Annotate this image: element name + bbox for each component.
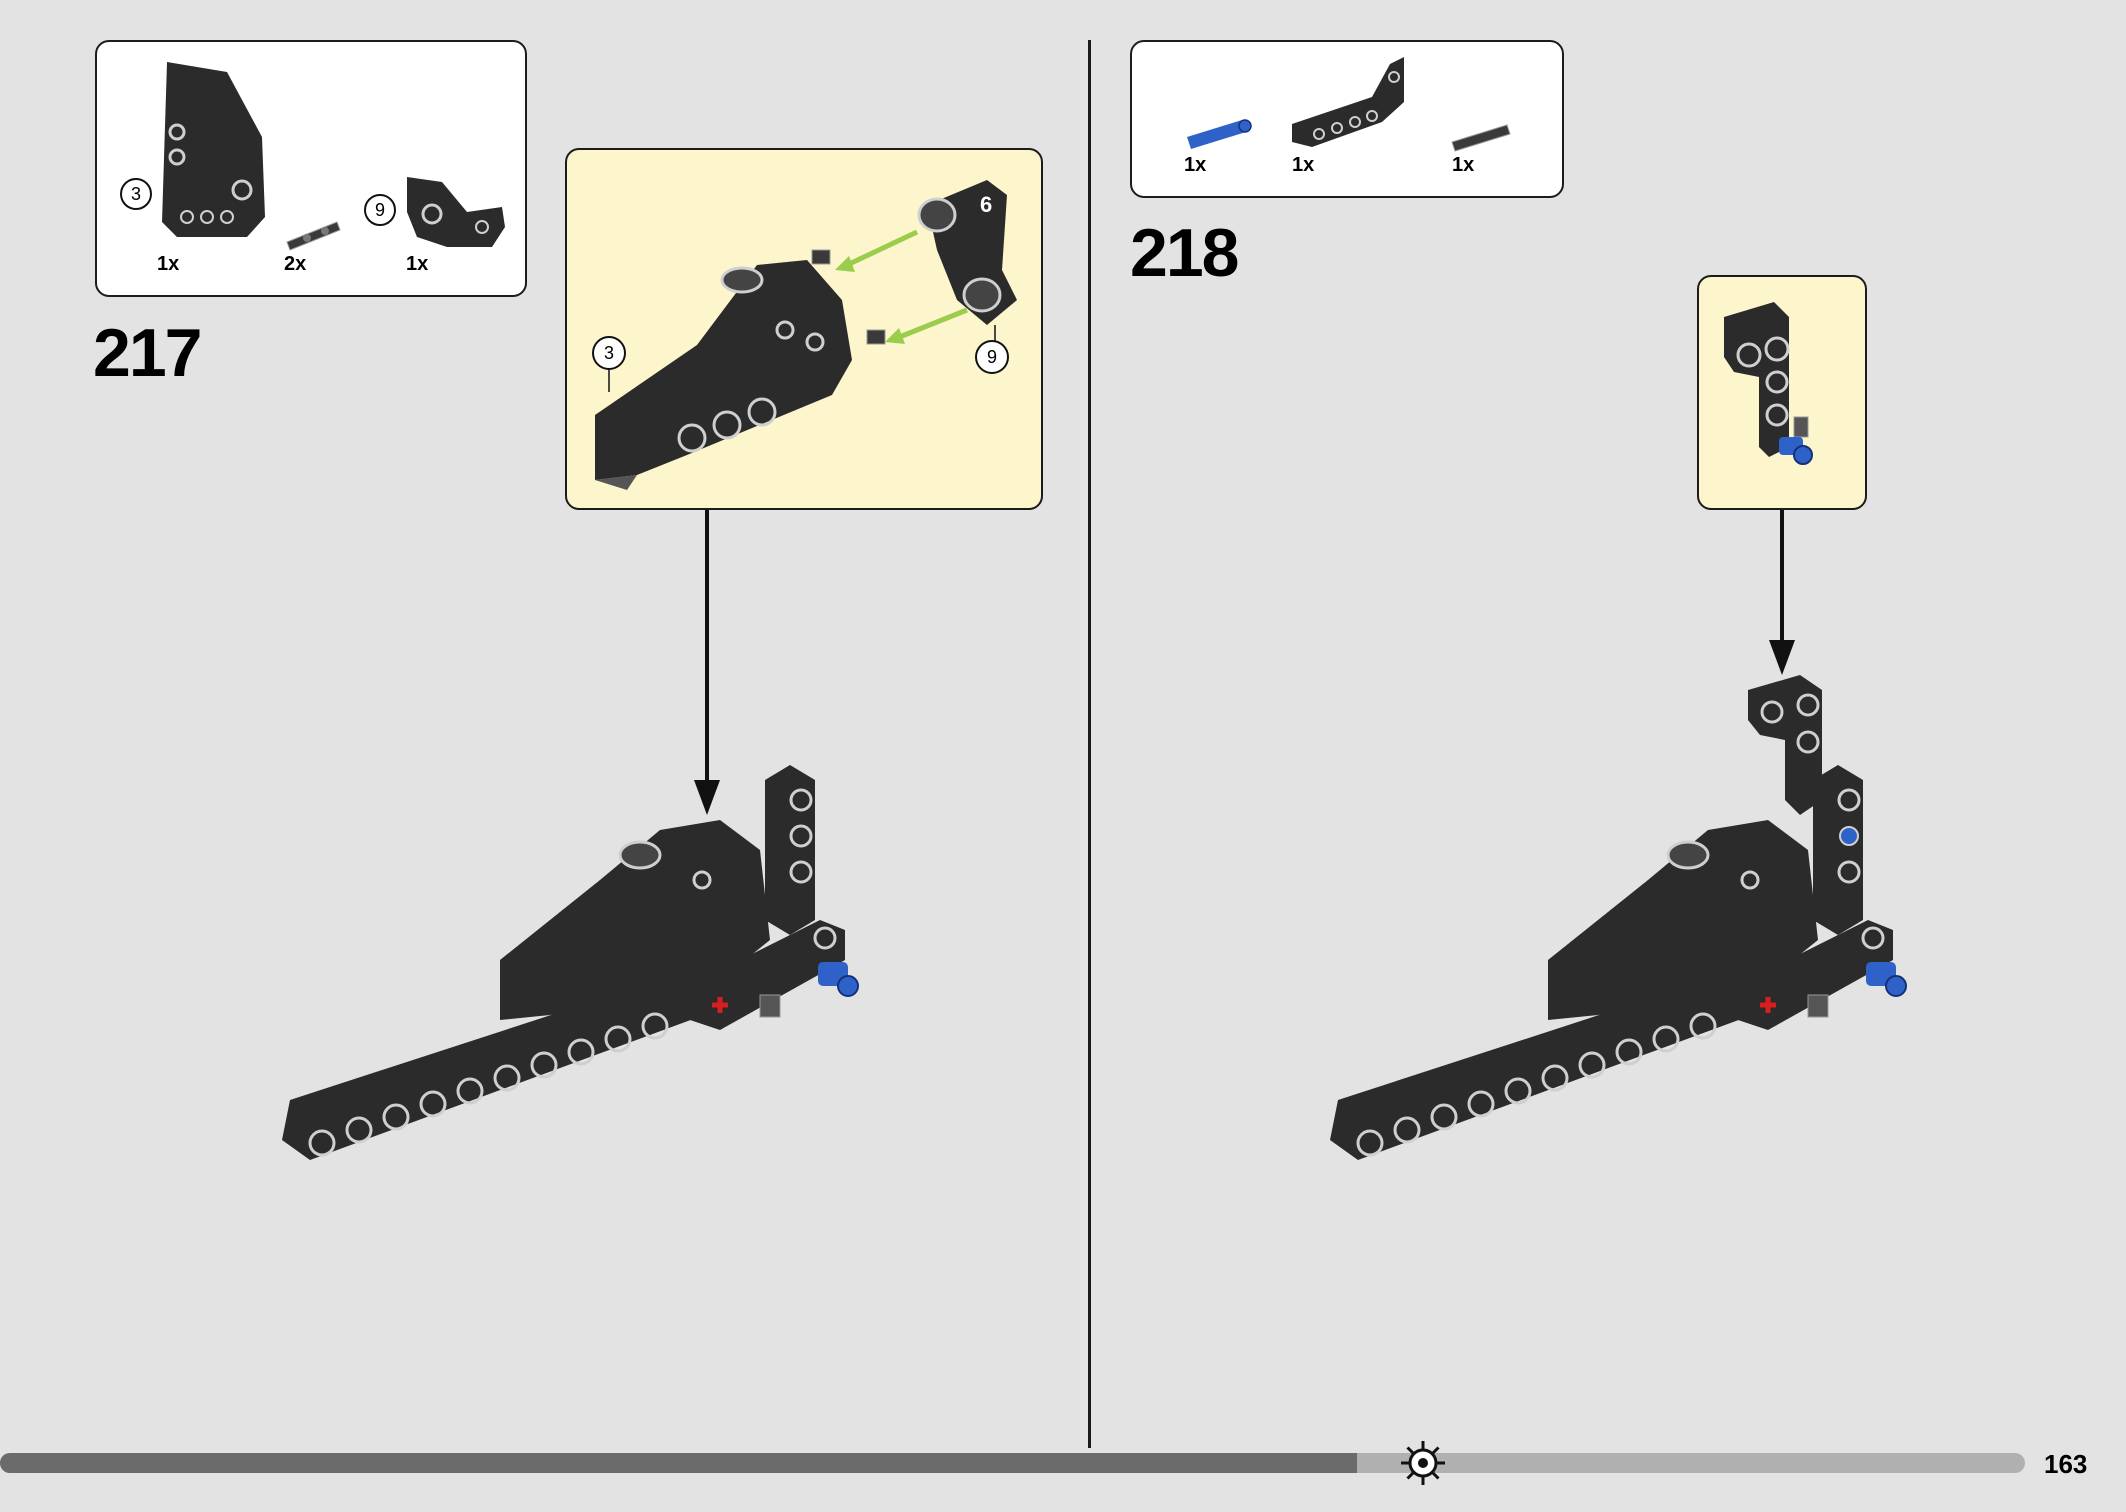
subassembly-illustration [1724, 302, 1813, 465]
subassembly-box-218 [1697, 275, 1867, 510]
callout-circle-9: 9 [364, 194, 396, 226]
step-divider [1088, 40, 1091, 1448]
page-number: 163 [2044, 1449, 2088, 1479]
part-angled-connector [407, 177, 505, 247]
subassembly-box-217: 6 3 9 [565, 148, 1043, 510]
gear-icon [1401, 1441, 1445, 1485]
callout-circle-3: 3 [120, 178, 152, 210]
part-qty: 2x [284, 253, 307, 275]
part-axle-pin [1451, 124, 1511, 152]
part-panel-piece [162, 62, 265, 237]
parts-list-217: 3 9 1x 2x 1x [95, 40, 527, 297]
progress-bar [0, 1453, 2025, 1473]
step-number: 217 [93, 315, 202, 391]
panel-label: 6 [980, 192, 992, 217]
part-bent-beam [1292, 57, 1404, 147]
part-axle-pin [286, 221, 341, 251]
part-qty: 1x [1184, 154, 1207, 176]
part-qty: 1x [157, 253, 180, 275]
callout-circle-3: 3 [592, 336, 626, 370]
subassembly-illustration: 6 [595, 180, 1017, 490]
part-qty: 1x [1452, 154, 1475, 176]
part-qty: 1x [1292, 154, 1315, 176]
progress-fill [0, 1453, 1357, 1473]
step-number: 218 [1130, 215, 1239, 291]
part-blue-pin [1187, 119, 1252, 149]
callout-circle-9: 9 [975, 340, 1009, 374]
parts-list-218: 1x 1x 1x [1130, 40, 1564, 198]
part-qty: 1x [406, 253, 429, 275]
